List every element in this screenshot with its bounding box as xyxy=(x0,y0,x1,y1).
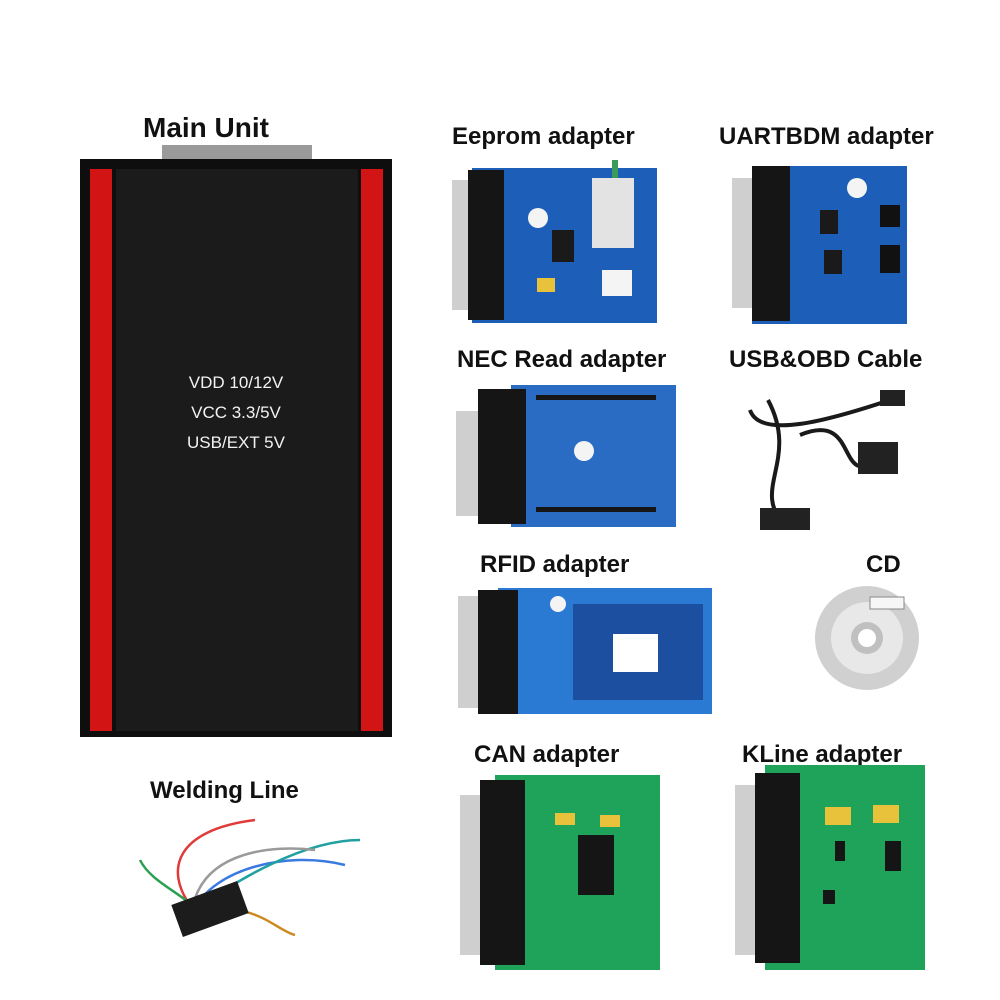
cd-image xyxy=(812,583,922,693)
rfid-adapter-caption: RFID adapter xyxy=(480,551,630,578)
cd-graphic xyxy=(815,586,919,690)
uartbdm-adapter-image xyxy=(732,160,907,325)
eeprom-adapter-image xyxy=(452,160,657,325)
main-unit-image: VDD 10/12V VCC 3.3/5V USB/EXT 5V xyxy=(80,145,392,737)
can-adapter-image xyxy=(460,775,660,970)
eeprom-adapter-caption: Eeprom adapter xyxy=(452,123,635,150)
rfid-adapter-graphic xyxy=(458,588,712,714)
usb-obd-cable-graphic xyxy=(748,390,905,530)
usb-obd-cable-caption: USB&OBD Cable xyxy=(729,346,923,373)
vdd-label: VDD 10/12V xyxy=(188,373,284,392)
main-unit-caption: Main Unit xyxy=(143,112,269,143)
nec-read-adapter-caption: NEC Read adapter xyxy=(457,346,667,373)
can-adapter-graphic xyxy=(460,775,660,970)
kline-adapter-graphic xyxy=(735,765,925,970)
uartbdm-adapter-caption: UARTBDM adapter xyxy=(719,123,934,150)
eeprom-adapter-graphic xyxy=(452,160,657,323)
welding-line-image xyxy=(135,810,365,940)
usb-obd-cable-image xyxy=(740,380,915,540)
nec-read-adapter-image xyxy=(456,385,676,527)
rfid-adapter-image xyxy=(458,586,712,716)
vcc-label: VCC 3.3/5V xyxy=(191,403,281,422)
main-unit-graphic xyxy=(80,145,392,737)
welding-line-graphic xyxy=(138,818,361,937)
usb-ext-label: USB/EXT 5V xyxy=(187,433,285,452)
welding-line-caption: Welding Line xyxy=(150,777,299,804)
kline-adapter-caption: KLine adapter xyxy=(742,741,903,768)
nec-read-adapter-graphic xyxy=(456,385,676,527)
cd-caption: CD xyxy=(866,551,901,578)
kline-adapter-image xyxy=(735,765,925,970)
uartbdm-adapter-graphic xyxy=(732,166,907,324)
can-adapter-caption: CAN adapter xyxy=(474,741,620,768)
